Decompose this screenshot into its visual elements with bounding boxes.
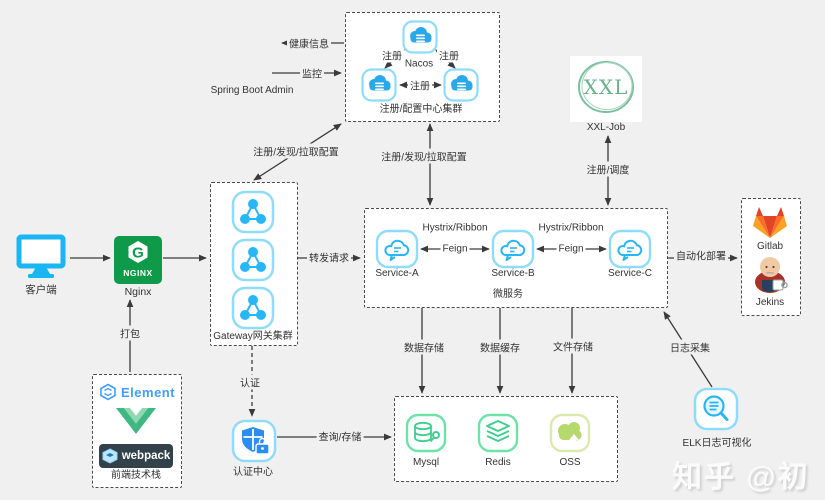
gateway-registry-label: 注册/发现/拉取配置 [251, 143, 341, 159]
nacos-node-top [402, 20, 438, 54]
oss-label: OSS [559, 457, 581, 468]
nginx-label: Nginx [124, 286, 152, 298]
service-cloud-icon [375, 229, 419, 269]
data-cache-label: 数据缓存 [478, 339, 522, 355]
frontend-label: 前端技术栈 [111, 470, 161, 481]
vue-node [116, 408, 156, 435]
mysql-label: Mysql [412, 457, 440, 468]
xxl-label: XXL-Job [586, 122, 626, 133]
gateway-node-icon [231, 238, 275, 282]
gitlab-fox-icon [753, 207, 787, 238]
health-info-label: 健康信息 [287, 35, 331, 51]
redis-stack-icon [477, 413, 519, 453]
oss-node [549, 413, 591, 453]
mysql-node [405, 413, 447, 453]
client-node [15, 234, 67, 280]
shield-lock-icon [231, 419, 277, 463]
gateway-label: Gateway网关集群 [213, 331, 293, 342]
jenkins-butler-icon [755, 256, 788, 293]
monitor-icon [16, 234, 66, 278]
register-label-mid: 注册 [408, 77, 432, 93]
nacos-cloud-icon [443, 68, 479, 102]
redis-node [477, 413, 519, 453]
mysql-db-icon [405, 413, 447, 453]
feign-label-2: Feign [556, 243, 586, 255]
data-store-label: 数据存储 [402, 339, 446, 355]
file-store-label: 文件存储 [551, 338, 595, 354]
feign-label-1: Feign [440, 243, 470, 255]
gateway-node-2 [231, 238, 275, 282]
xxl-edge-label: 注册/调度 [584, 161, 632, 177]
microservices-label: 微服务 [493, 289, 523, 300]
element-hexagon-icon [100, 383, 116, 401]
log-collect-label: 日志采集 [668, 339, 712, 355]
gateway-node-icon [231, 286, 275, 330]
elk-node [693, 387, 739, 431]
nacos-node-right [443, 68, 479, 102]
hystrix-label-1: Hystrix/Ribbon [420, 222, 490, 234]
nacos-cloud-icon [361, 68, 397, 102]
micro-registry-label: 注册/发现/拉取配置 [379, 148, 469, 164]
register-label-left: 注册 [380, 47, 404, 63]
xxl-node: XXL [570, 56, 642, 122]
auth-edge-label: 认证 [238, 374, 262, 390]
service-b-label: Service-B [491, 268, 535, 279]
forward-request-label: 转发请求 [307, 249, 351, 265]
query-store-label: 查询/存储 [316, 428, 364, 444]
gateway-node-3 [231, 286, 275, 330]
auth-label: 认证中心 [233, 467, 273, 478]
service-cloud-icon [491, 229, 535, 269]
jenkins-node [752, 252, 788, 294]
service-c-label: Service-C [608, 268, 652, 279]
redis-label: Redis [485, 457, 511, 468]
element-label: Element [121, 384, 176, 400]
nacos-title: Nacos [402, 58, 436, 70]
gitlab-label: Gitlab [756, 241, 784, 252]
hystrix-label-2: Hystrix/Ribbon [536, 222, 606, 234]
svg-text:XXL: XXL [584, 75, 629, 99]
service-a-label: Service-A [375, 268, 419, 279]
watermark: 知乎 @初心 [672, 461, 810, 494]
svg-text:G: G [132, 245, 144, 262]
service-cloud-icon [608, 229, 652, 269]
package-label: 打包 [118, 325, 142, 341]
gateway-node-1 [231, 190, 275, 234]
svg-text:NGINX: NGINX [123, 268, 152, 278]
nginx-node: G NGINX [114, 236, 162, 284]
log-search-icon [693, 387, 739, 431]
service-a-node [375, 229, 419, 269]
register-label-right: 注册 [437, 47, 461, 63]
service-b-node [491, 229, 535, 269]
vue-logo-icon [116, 408, 156, 434]
oss-cloud-icon [549, 413, 591, 453]
auth-node [231, 419, 277, 463]
elk-label: ELK日志可视化 [682, 438, 752, 449]
jenkins-label: Jekins [755, 297, 785, 308]
nacos-node-left [361, 68, 397, 102]
xxl-ring-logo: XXL [578, 61, 634, 113]
webpack-label: webpack [121, 450, 171, 462]
deploy-label: 自动化部署 [674, 247, 728, 263]
webpack-node: webpack [99, 444, 173, 468]
element-node: Element [99, 383, 175, 401]
nacos-cloud-icon [402, 20, 438, 54]
cicd-box [741, 198, 801, 316]
registry-box-label: 注册/配置中心集群 [379, 104, 463, 115]
gateway-node-icon [231, 190, 275, 234]
monitor-label: 监控 [300, 65, 324, 81]
client-label: 客户端 [25, 284, 57, 296]
nginx-logo: G NGINX [123, 241, 152, 278]
gitlab-node [752, 206, 788, 239]
webpack-cube-icon [102, 448, 118, 464]
sba-label: Spring Boot Admin [210, 85, 294, 96]
service-c-node [608, 229, 652, 269]
